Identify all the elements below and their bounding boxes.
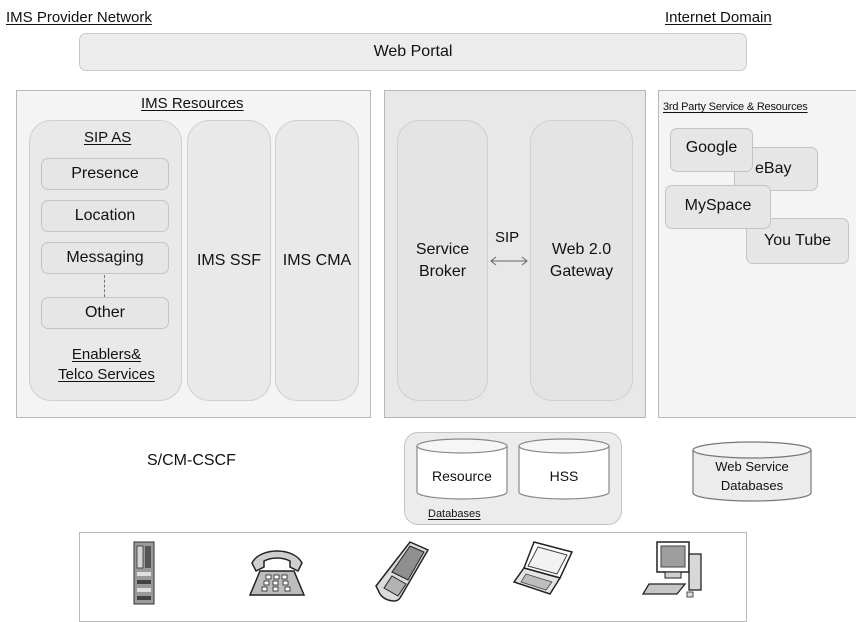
databases-caption: Databases bbox=[428, 508, 481, 520]
dashed-connector bbox=[104, 275, 105, 297]
third-party-title: 3rd Party Service & Resources bbox=[663, 101, 808, 113]
server-icon bbox=[133, 541, 155, 605]
service-broker-box: Service Broker bbox=[397, 120, 488, 401]
ims-provider-network-title: IMS Provider Network bbox=[6, 9, 152, 26]
desktop-computer-icon bbox=[641, 541, 702, 598]
location-item: Location bbox=[41, 200, 169, 232]
double-arrow-icon bbox=[490, 256, 528, 266]
laptop-icon bbox=[512, 541, 574, 595]
ims-cma-column: IMS CMA bbox=[275, 120, 359, 401]
messaging-item: Messaging bbox=[41, 242, 169, 274]
web-service-database-icon bbox=[692, 441, 812, 502]
presence-item: Presence bbox=[41, 158, 169, 190]
sip-label: SIP bbox=[495, 229, 520, 246]
google-service: Google bbox=[670, 128, 753, 172]
resource-database-icon bbox=[416, 438, 508, 500]
web20-gateway-box: Web 2.0 Gateway bbox=[530, 120, 633, 401]
sip-as-title: SIP AS bbox=[84, 129, 132, 146]
mobile-phone-icon bbox=[375, 541, 430, 602]
internet-domain-title: Internet Domain bbox=[665, 9, 772, 26]
myspace-service: MySpace bbox=[665, 185, 771, 229]
hss-database-icon bbox=[518, 438, 610, 500]
resource-db-label: Resource bbox=[432, 468, 492, 484]
telephone-icon bbox=[248, 550, 306, 596]
web-portal-bar: Web Portal bbox=[79, 33, 747, 71]
web-portal-label: Web Portal bbox=[373, 43, 453, 60]
ims-ssf-column: IMS SSF bbox=[187, 120, 271, 401]
web-service-db-label: Web Service Databases bbox=[715, 459, 789, 493]
other-item: Other bbox=[41, 297, 169, 329]
hss-db-label: HSS bbox=[549, 468, 579, 484]
cscf-label: S/CM-CSCF bbox=[147, 452, 236, 469]
enablers-telco-services-label: Enablers& Telco Services bbox=[58, 346, 155, 383]
ims-resources-title: IMS Resources bbox=[141, 95, 244, 112]
